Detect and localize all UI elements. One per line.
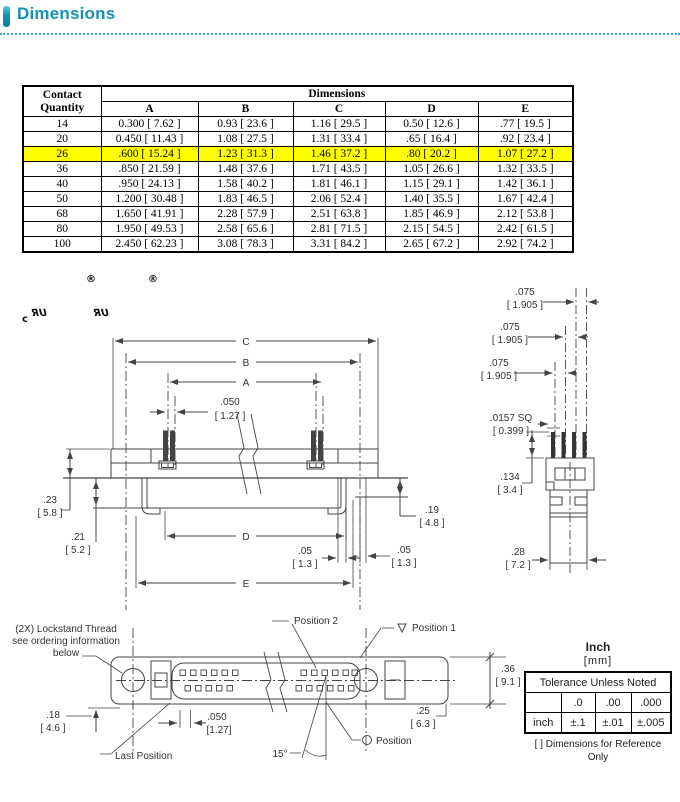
dim-label-d: D — [242, 532, 249, 543]
side-view-drawing: .075 [ 1.905 ] .075 [ 1.905 ] .075 [ 1.9… — [481, 287, 606, 575]
position-marker-icon — [362, 735, 372, 745]
reference-note: [ ] Dimensions for Reference Only — [534, 739, 662, 763]
registered-icon: ® — [148, 274, 158, 285]
registered-icon: ® — [86, 274, 96, 285]
dim-pitch-mm: [ 1.27 ] — [215, 411, 246, 422]
front-view-drawing: C B A .050 [ 1.27 ] .23 [ 5.8 ] .21 [ 5.… — [37, 337, 445, 610]
top-view-drawing: (2X) Lockstand Thread see ordering infor… — [12, 616, 521, 762]
col-header-d: D — [384, 101, 479, 117]
dim-p2-mm: [ 1.905 ] — [492, 335, 528, 346]
note-lockstand-line2: see ordering information — [12, 636, 120, 647]
dim-gap-right-mm: [ 1.3 ] — [391, 558, 416, 569]
ul-mark-icon: ЯU — [92, 308, 111, 319]
tolerance-header: Tolerance Unless Noted — [524, 671, 672, 693]
dimensions-table-wrap: Contact Quantity Dimensions A B C D E 14… — [22, 85, 575, 253]
tolerance-block: Inch [mm] Tolerance Unless Noted .0 .00 … — [524, 640, 673, 764]
ul-recognized-marks-icon: c ЯU ® ЯU ® — [22, 274, 158, 325]
dim-h36: .36 — [501, 664, 515, 675]
dim-w28: .28 — [511, 547, 525, 558]
tolerance-row-label: inch — [524, 712, 562, 734]
label-position2: Position 2 — [294, 616, 338, 627]
dim-h25: .25 — [416, 706, 430, 717]
col-header-a: A — [100, 101, 199, 117]
tolerance-title: Inch — [585, 640, 611, 654]
dim-h36-mm: [ 9.1 ] — [495, 677, 520, 688]
dim-sq-mm: [ 0.399 ] — [493, 426, 529, 437]
dim-label-e: E — [243, 579, 250, 590]
ul-mark-icon: ЯU — [30, 308, 49, 319]
column-header-row: A B C D E — [23, 101, 574, 117]
tolerance-table: Tolerance Unless Noted .0 .00 .000 inch … — [524, 671, 673, 734]
table-row: 36.850 [ 21.59 ]1.48 [ 37.6 ]1.71 [ 43.5… — [22, 161, 574, 177]
dim-pitch: .050 — [207, 712, 227, 723]
dim-sq: .0157 SQ — [490, 413, 532, 424]
note-lockstand-line3: below — [53, 648, 80, 659]
dim-label-b: B — [243, 358, 250, 369]
dim-p3-mm: [ 1.905 ] — [481, 371, 517, 382]
dim-h21: .21 — [71, 532, 85, 543]
dim-p1-mm: [ 1.905 ] — [507, 300, 543, 311]
label-angle: 15° — [272, 749, 287, 760]
note-lockstand-line1: (2X) Lockstand Thread — [15, 624, 117, 635]
ul-c-label: c — [22, 314, 28, 325]
dim-h23: .23 — [43, 495, 57, 506]
section-accent-bar — [3, 6, 10, 27]
col-header-e: E — [477, 101, 574, 117]
col-header-b: B — [197, 101, 294, 117]
dim-h19: .19 — [425, 505, 439, 516]
dim-h21-mm: [ 5.2 ] — [65, 545, 90, 556]
dim-p2: .075 — [500, 322, 520, 333]
label-last-position: Last Position — [115, 751, 172, 762]
datum-triangle-icon — [397, 623, 407, 634]
dimensions-table: Contact Quantity Dimensions A B C D E 14… — [22, 85, 575, 253]
dim-label-a: A — [243, 378, 250, 389]
dim-label-c: C — [242, 337, 249, 348]
dim-pitch-mm: [1.27] — [206, 725, 231, 736]
dim-h23-mm: [ 5.8 ] — [37, 508, 62, 519]
group-header-dimensions: Dimensions — [100, 85, 574, 102]
col-header-contact-quantity: Contact Quantity — [22, 85, 102, 117]
dim-p3: .075 — [489, 358, 509, 369]
dim-h18: .18 — [46, 710, 60, 721]
dim-h25-mm: [ 6.3 ] — [410, 719, 435, 730]
dim-pin-len-mm: [ 3.4 ] — [497, 485, 522, 496]
dim-pin-len: .134 — [500, 472, 520, 483]
dim-w28-mm: [ 7.2 ] — [505, 560, 530, 571]
table-row-highlighted: 26.600 [ 15.24 ]1.23 [ 31.3 ]1.46 [ 37.2… — [22, 146, 574, 162]
dim-p1: .075 — [515, 287, 535, 298]
dim-gap-mid: .05 — [298, 546, 312, 557]
label-position: Position — [376, 736, 412, 747]
col-header-c: C — [292, 101, 386, 117]
dim-h18-mm: [ 4.6 ] — [40, 723, 65, 734]
page-title: Dimensions — [17, 4, 116, 23]
dim-pitch: .050 — [220, 397, 240, 408]
tolerance-blank-cell — [524, 692, 562, 713]
dim-h19-mm: [ 4.8 ] — [419, 518, 444, 529]
dim-gap-right: .05 — [397, 545, 411, 556]
dotted-divider — [0, 33, 680, 35]
table-row: 40.950 [ 24.13 ]1.58 [ 40.2 ]1.81 [ 46.1… — [22, 176, 574, 192]
label-position1: Position 1 — [412, 623, 456, 634]
dim-gap-mid-mm: [ 1.3 ] — [292, 559, 317, 570]
tolerance-subtitle: [mm] — [583, 655, 613, 667]
